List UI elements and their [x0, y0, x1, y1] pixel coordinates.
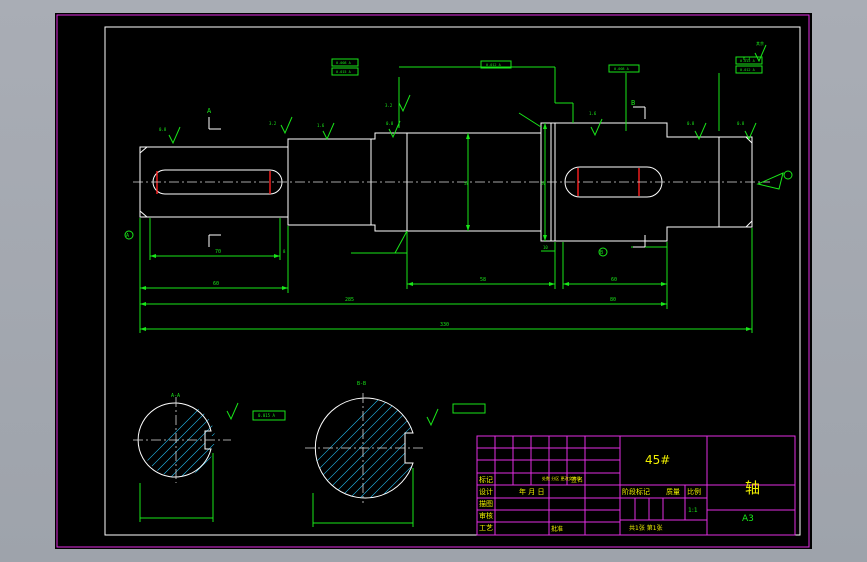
roughness-value: 1.6 — [317, 123, 325, 128]
dim-text: 58 — [480, 277, 486, 283]
dim-text: 56 — [541, 181, 546, 186]
datum-circle — [783, 170, 793, 180]
dim-text: 58 — [464, 181, 469, 186]
row-design: 设计 — [479, 488, 493, 496]
tolerance-text: 0.008 A — [336, 61, 352, 65]
stage-label: 阶段标记 — [622, 488, 650, 496]
tolerance-frames — [252, 56, 763, 421]
dim-text: 80 — [610, 297, 616, 303]
section-markers — [208, 106, 646, 248]
dim-text: 60 — [611, 277, 617, 283]
roughness-value: 3.2 — [385, 103, 393, 108]
outer-border — [56, 14, 810, 548]
datum-arrow — [756, 172, 784, 190]
roughness-value: 0.8 — [737, 121, 745, 126]
inner-frame — [104, 26, 801, 536]
dim-text: 330 — [440, 322, 449, 328]
dim-text: 70 — [215, 249, 221, 255]
sheet-count: 共1张 第1张 — [629, 525, 663, 532]
title-block-grid — [476, 435, 796, 536]
section-marker-label: B — [631, 99, 635, 107]
tolerance-text: 0.012 A — [740, 68, 756, 72]
section-b-label: B-B — [357, 381, 366, 387]
dimension-lines — [139, 66, 753, 333]
datum-label: A — [126, 233, 129, 239]
shaft-drawing: 70 60 58 60 80 285 330 10 8 58 56 0.8 3.… — [56, 14, 810, 548]
roughness-value: 6.3 — [743, 56, 751, 61]
part-name: 轴 — [745, 479, 761, 497]
col-count: 处数 分区 更改文件号 — [542, 476, 581, 481]
row-process: 工艺 — [479, 524, 493, 532]
roughness-value: 0.8 — [687, 121, 695, 126]
row-check: 审核 — [479, 512, 493, 520]
dim-text: 10 — [543, 245, 548, 250]
tolerance-text: 0.015 A — [740, 59, 756, 63]
dimension-arrows — [140, 123, 752, 331]
dim-text: 60 — [213, 281, 219, 287]
tolerance-text: 0.015 A — [336, 70, 352, 74]
roughness-note: 其余 — [756, 40, 764, 46]
row-approve: 批准 — [551, 526, 564, 533]
tolerance-text: 0.008 A — [614, 67, 630, 71]
roughness-value: 3.2 — [269, 121, 277, 126]
weight-label: 质量 — [666, 488, 680, 496]
col-mark: 标记 — [479, 476, 493, 484]
tolerance-text: 0.015 A — [258, 413, 275, 418]
dim-text: 8 — [283, 249, 286, 254]
section-a-label: A-A — [171, 393, 180, 399]
scale-value: 1:1 — [688, 507, 698, 514]
drawing-sheet[interactable]: 70 60 58 60 80 285 330 10 8 58 56 0.8 3.… — [55, 13, 812, 549]
datum-circle — [598, 247, 608, 257]
roughness-value: 0.8 — [386, 121, 394, 126]
row-draw: 描图 — [479, 500, 493, 508]
scale-label: 比例 — [687, 488, 701, 496]
datum-label: B — [600, 250, 603, 256]
section-marker-label: A — [207, 107, 212, 115]
roughness-value: 0.8 — [159, 127, 167, 132]
section-a-view — [133, 397, 239, 522]
dim-text: 285 — [345, 297, 354, 303]
col-date: 年 月 日 — [519, 488, 545, 496]
roughness-value: 1.6 — [589, 111, 597, 116]
sheet-size: A3 — [742, 514, 754, 524]
datum-circle — [124, 230, 134, 240]
roughness-symbols — [168, 44, 767, 145]
col-sign: 签名 — [571, 477, 584, 484]
tolerance-text: 0.012 A — [486, 63, 502, 67]
material-text: 45# — [645, 453, 671, 467]
